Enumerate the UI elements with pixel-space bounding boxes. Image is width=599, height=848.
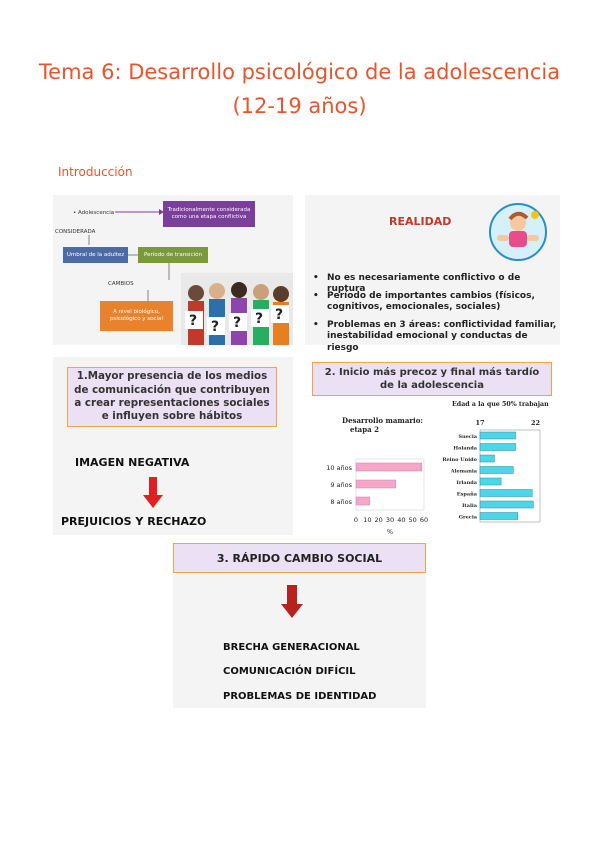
edad-bar xyxy=(479,466,514,474)
svg-text:?: ? xyxy=(275,307,283,323)
svg-text:?: ? xyxy=(189,313,197,329)
edad-category-label: Grecia xyxy=(459,515,478,521)
slide-precoz: 2. Inicio más precoz y final más tardío … xyxy=(312,357,560,536)
intro-heading: Introducción xyxy=(58,165,133,179)
tradicional-box: Tradicionalmente considerada como una et… xyxy=(163,201,255,227)
realidad-title: REALIDAD xyxy=(389,215,452,228)
mamario-tick-label: 0 xyxy=(354,516,358,524)
mamario-bar xyxy=(355,479,396,489)
brecha-label: BRECHA GENERACIONAL xyxy=(223,642,360,653)
edad-bar xyxy=(479,512,519,520)
edad-bar xyxy=(479,500,534,509)
teens-photo-icon: ? ? ? ? ? xyxy=(181,273,293,345)
mamario-title-line2: etapa 2 xyxy=(350,425,379,434)
mamario-category-label: 8 años xyxy=(330,498,352,506)
mamario-category-label: 9 años xyxy=(330,481,352,489)
edad-header: Edad a la que 50% trabajan xyxy=(452,401,549,408)
edad-category-label: Holanda xyxy=(453,446,477,452)
adolescencia-label: • Adolescencia xyxy=(73,210,115,216)
slide-concept-map: • Adolescencia Tradicionalmente consider… xyxy=(53,195,293,345)
page-title-line1: Tema 6: Desarrollo psicológico de la ado… xyxy=(38,60,561,84)
edad-category-label: Alemania xyxy=(450,469,478,475)
edad-bar xyxy=(479,477,502,486)
slide-realidad: REALIDAD •No es necesariamente conflicti… xyxy=(305,195,560,353)
chart-area: Desarrollo mamario:etapa 2 10 años 9 años 8… xyxy=(326,401,549,536)
svg-text:?: ? xyxy=(233,315,241,331)
edad-bar xyxy=(479,431,516,440)
edad-tick-label: 17 xyxy=(475,419,484,427)
imagen-negativa-label: IMAGEN NEGATIVA xyxy=(75,456,190,469)
comunicacion-label: COMUNICACIÓN DIFÍCIL xyxy=(223,666,356,677)
edad-bar xyxy=(479,454,495,463)
realidad-bullet-3: •Problemas en 3 áreas: conflictividad fa… xyxy=(313,320,557,353)
mamario-tick-label: 20 xyxy=(375,516,383,524)
arrow-down-icon xyxy=(281,585,303,618)
edad-category-label: Italia xyxy=(462,503,478,509)
edad-category-label: Suecia xyxy=(458,434,477,440)
mamario-bar xyxy=(355,462,422,472)
realidad-bullet-2: •Período de importantes cambios (físicos… xyxy=(313,291,535,313)
cambios-label: CAMBIOS xyxy=(108,281,134,287)
slide-cambio-social: 3. RÁPIDO CAMBIO SOCIAL BRECHA GENERACIO… xyxy=(173,543,426,708)
arrow-down-icon xyxy=(143,477,163,508)
page-title-line2: (12-19 años) xyxy=(232,94,367,118)
realidad-bullet-1: •No es necesariamente conflictivo o de r… xyxy=(313,273,521,295)
edad-bar xyxy=(479,443,516,451)
nivel-box: A nivel biológico, psicológico y social xyxy=(100,301,173,331)
edad-tick-label: 22 xyxy=(531,419,540,427)
periodo-box: Período de transición xyxy=(138,247,208,263)
mamario-xlabel: % xyxy=(387,528,393,536)
svg-text:?: ? xyxy=(255,311,263,327)
edad-bar xyxy=(479,489,533,497)
mamario-tick-label: 40 xyxy=(397,516,405,524)
slide-medios: 1.Mayor presencia de los medios de comun… xyxy=(53,357,293,535)
mamario-tick-label: 10 xyxy=(363,516,371,524)
svg-text:?: ? xyxy=(211,319,219,335)
mamario-tick-label: 60 xyxy=(420,516,428,524)
precoz-box: 2. Inicio más precoz y final más tardío … xyxy=(312,362,552,396)
edad-category-label: España xyxy=(457,491,478,498)
medios-box: 1.Mayor presencia de los medios de comun… xyxy=(67,367,277,427)
mamario-tick-label: 50 xyxy=(409,516,417,524)
mamario-category-label: 10 años xyxy=(326,464,352,472)
cambio-social-box: 3. RÁPIDO CAMBIO SOCIAL xyxy=(173,543,426,573)
identidad-label: PROBLEMAS DE IDENTIDAD xyxy=(223,691,377,702)
edad-category-label: Irlanda xyxy=(457,480,478,486)
edad-category-label: Reino Unido xyxy=(442,457,477,463)
mamario-tick-label: 30 xyxy=(386,516,394,524)
prejuicios-label: PREJUICIOS Y RECHAZO xyxy=(61,515,207,528)
umbral-box: Umbral de la adultez xyxy=(63,247,128,263)
mamario-bar xyxy=(355,496,370,506)
adolescent-illustration-icon xyxy=(489,203,547,261)
mamario-title-line1: Desarrollo mamario: xyxy=(342,416,423,425)
considerada-label: CONSIDERADA xyxy=(55,229,96,235)
